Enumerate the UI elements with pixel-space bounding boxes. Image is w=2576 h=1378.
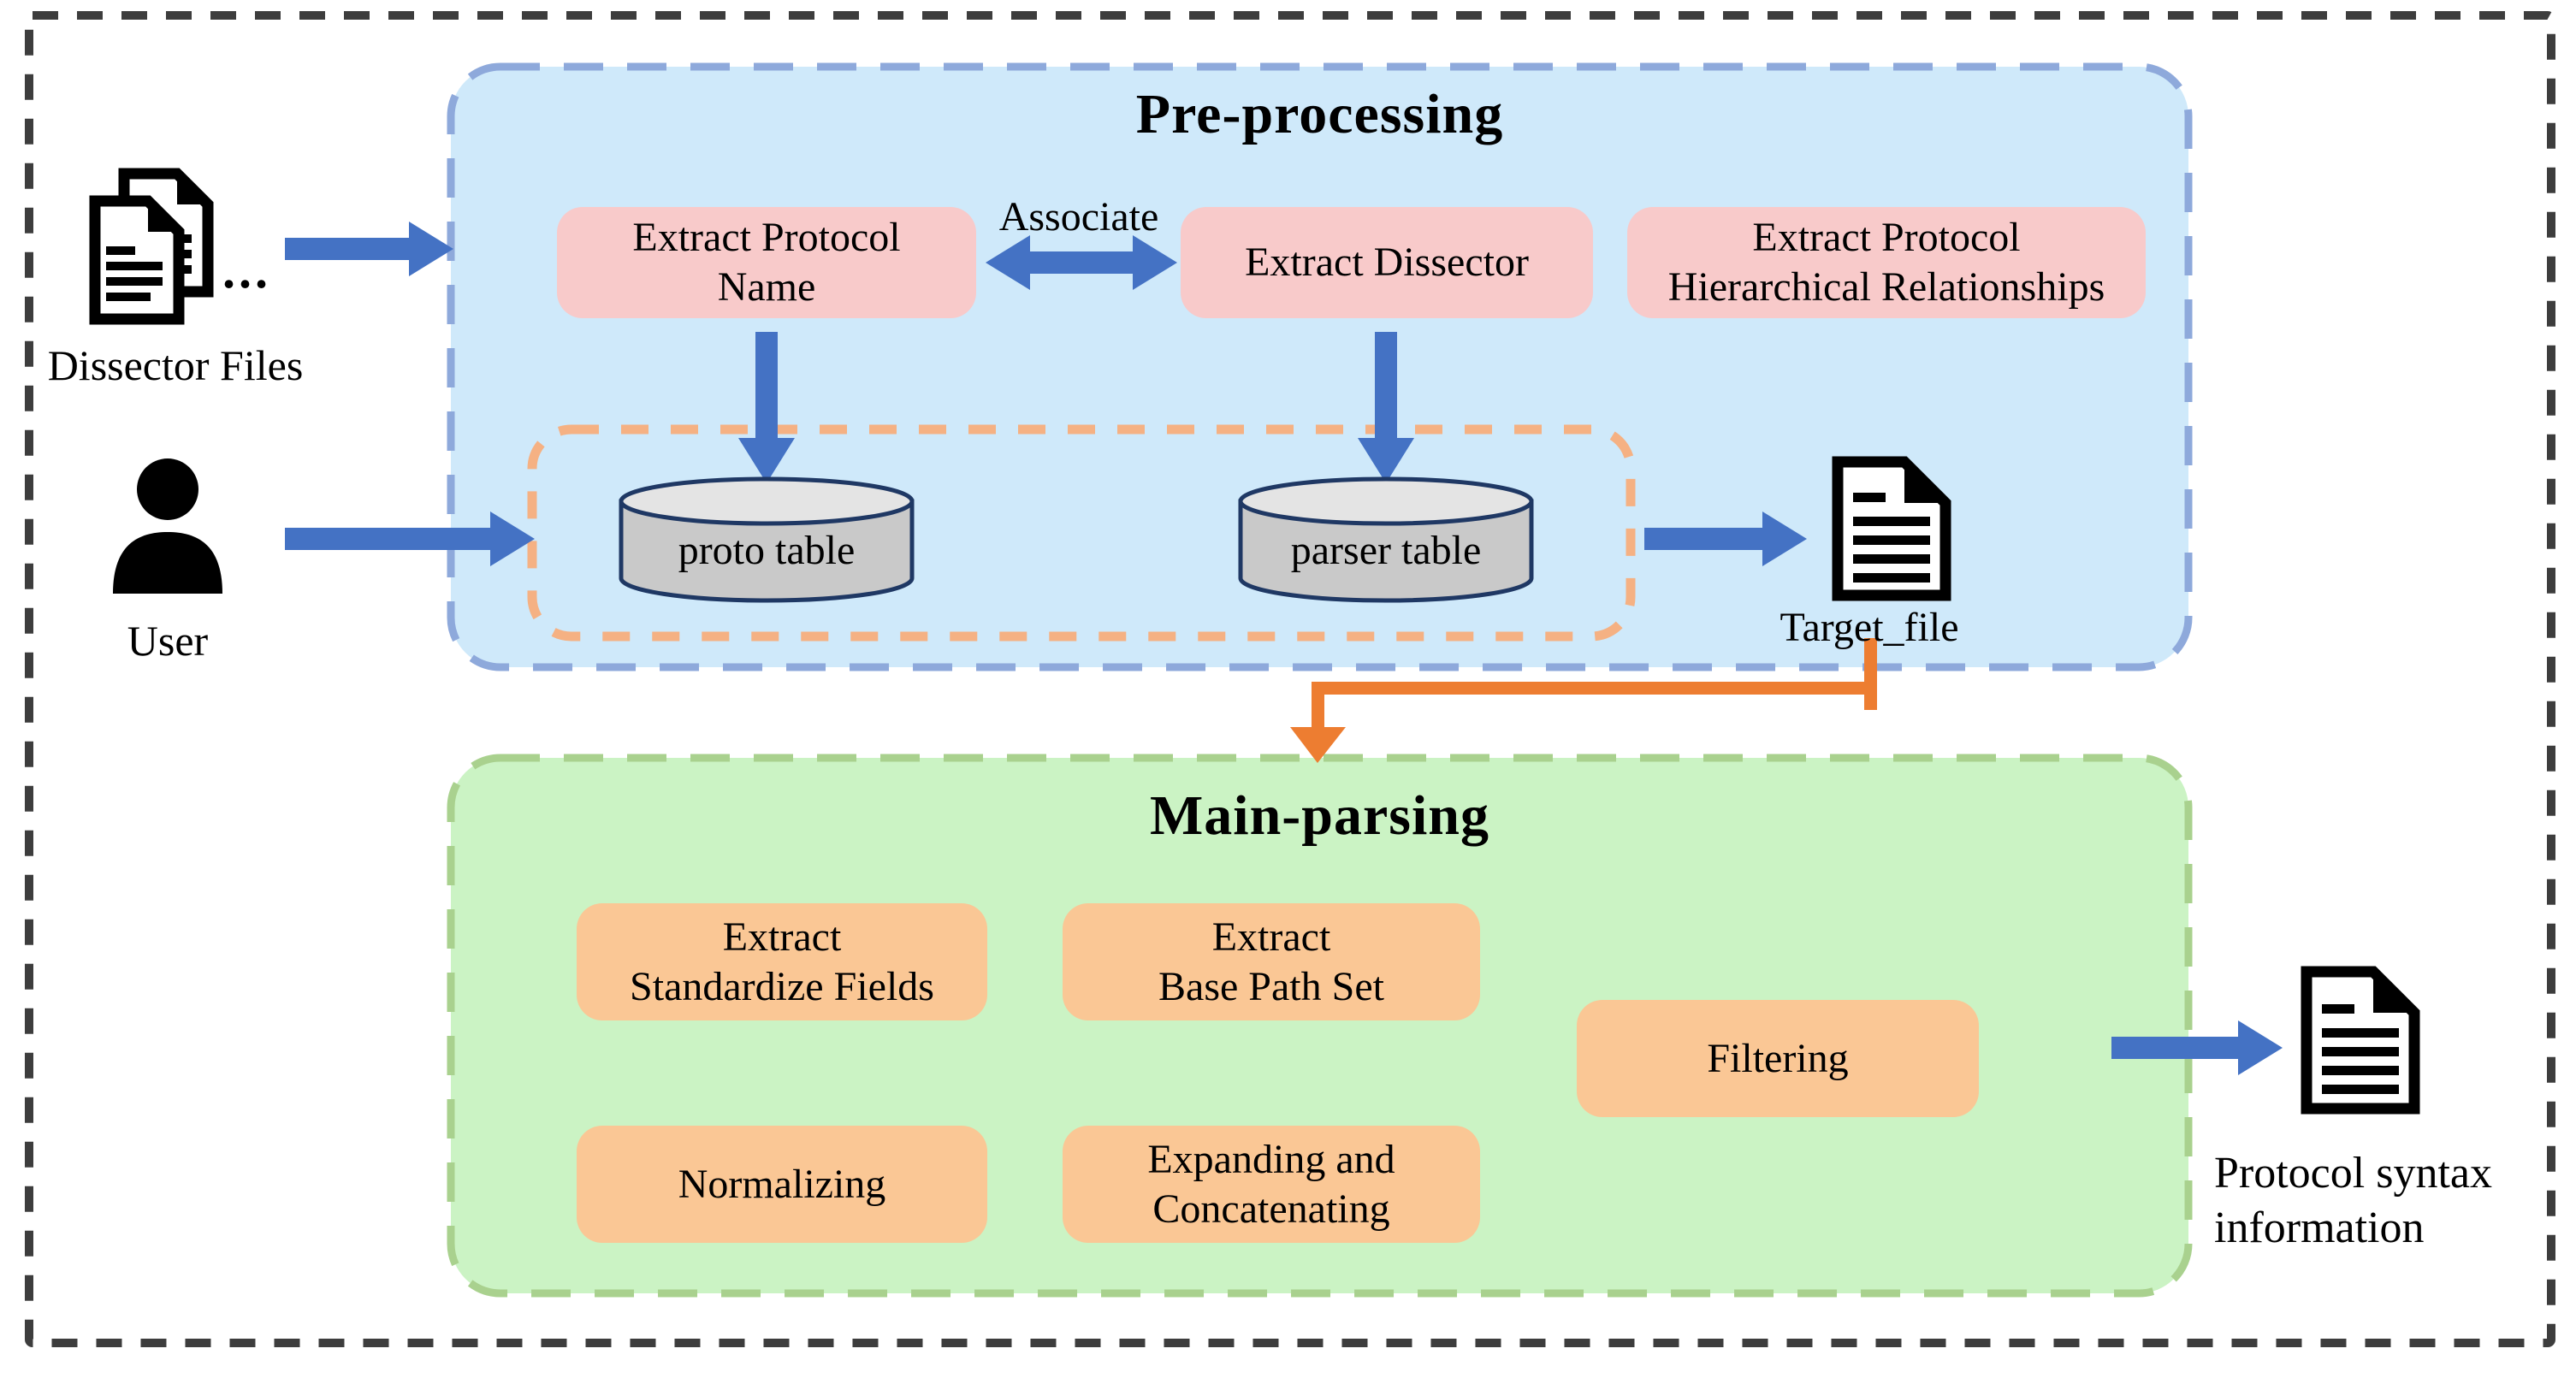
arrow-user-to-tables — [285, 512, 535, 566]
tables-group-dashed-box — [527, 424, 1636, 642]
step-extract-protocol-name: Extract Protocol Name — [557, 207, 976, 318]
step-label-line: Base Path Set — [1158, 963, 1384, 1009]
step-label-line: Name — [717, 264, 816, 310]
associate-label: Associate — [998, 194, 1159, 240]
step-label-line: Extract Protocol — [1752, 215, 2021, 260]
arrow-associate-bidirectional — [986, 235, 1177, 290]
parser-table-label: parser table — [1290, 528, 1482, 573]
dissector-files-icon — [89, 168, 214, 325]
arrow-extract-dissector-to-parser-table — [1358, 332, 1414, 483]
user-icon — [113, 458, 222, 594]
dissector-files-ellipsis: ... — [222, 242, 271, 299]
arrow-dissector-files-to-preprocessing — [285, 222, 453, 276]
step-label-line: Extract Dissector — [1245, 240, 1529, 285]
output-label-line: Protocol syntax — [2214, 1149, 2492, 1198]
arrow-filtering-to-protocol-syntax — [2111, 1020, 2283, 1075]
protocol-syntax-file-icon — [2301, 966, 2420, 1115]
step-label-line: Extract Protocol — [632, 215, 901, 260]
step-filtering: Filtering — [1577, 1000, 1979, 1117]
arrow-tables-to-target-file — [1644, 512, 1807, 566]
step-label-line: Extract — [1211, 914, 1331, 960]
user-label: User — [127, 617, 209, 665]
step-extract-protocol-hierarchical-relationships: Extract Protocol Hierarchical Relationsh… — [1627, 207, 2146, 318]
output-label-line: information — [2214, 1204, 2425, 1252]
step-label-line: Hierarchical Relationships — [1667, 264, 2105, 310]
proto-table-cylinder — [619, 476, 915, 603]
step-expanding-and-concatenating: Expanding and Concatenating — [1063, 1126, 1480, 1243]
preprocessing-title: Pre-processing — [1135, 83, 1504, 145]
protocol-syntax-information-label: Protocol syntax information — [2214, 1146, 2556, 1256]
step-normalizing: Normalizing — [577, 1126, 987, 1243]
step-extract-dissector: Extract Dissector — [1181, 207, 1593, 318]
arrow-extract-protocol-name-to-proto-table — [738, 332, 795, 483]
parser-table-cylinder — [1238, 476, 1534, 603]
step-label-line: Extract — [722, 914, 842, 960]
step-label-line: Normalizing — [678, 1161, 886, 1207]
target-file-label: Target_file — [1780, 605, 1959, 650]
proto-table-label: proto table — [678, 528, 856, 573]
step-extract-base-path-set: Extract Base Path Set — [1063, 903, 1480, 1020]
connector-target-file-to-main-parsing — [1290, 638, 1877, 763]
main-parsing-title: Main-parsing — [1149, 784, 1490, 847]
step-label-line: Concatenating — [1152, 1186, 1390, 1232]
step-label-line: Standardize Fields — [630, 963, 934, 1009]
target-file-icon — [1832, 456, 1951, 601]
dissector-files-label: Dissector Files — [47, 341, 304, 389]
outer-dashed-frame — [25, 11, 2555, 1347]
step-label-line: Expanding and — [1147, 1136, 1395, 1182]
step-extract-standardize-fields: Extract Standardize Fields — [577, 903, 987, 1020]
step-label-line: Filtering — [1707, 1035, 1849, 1081]
